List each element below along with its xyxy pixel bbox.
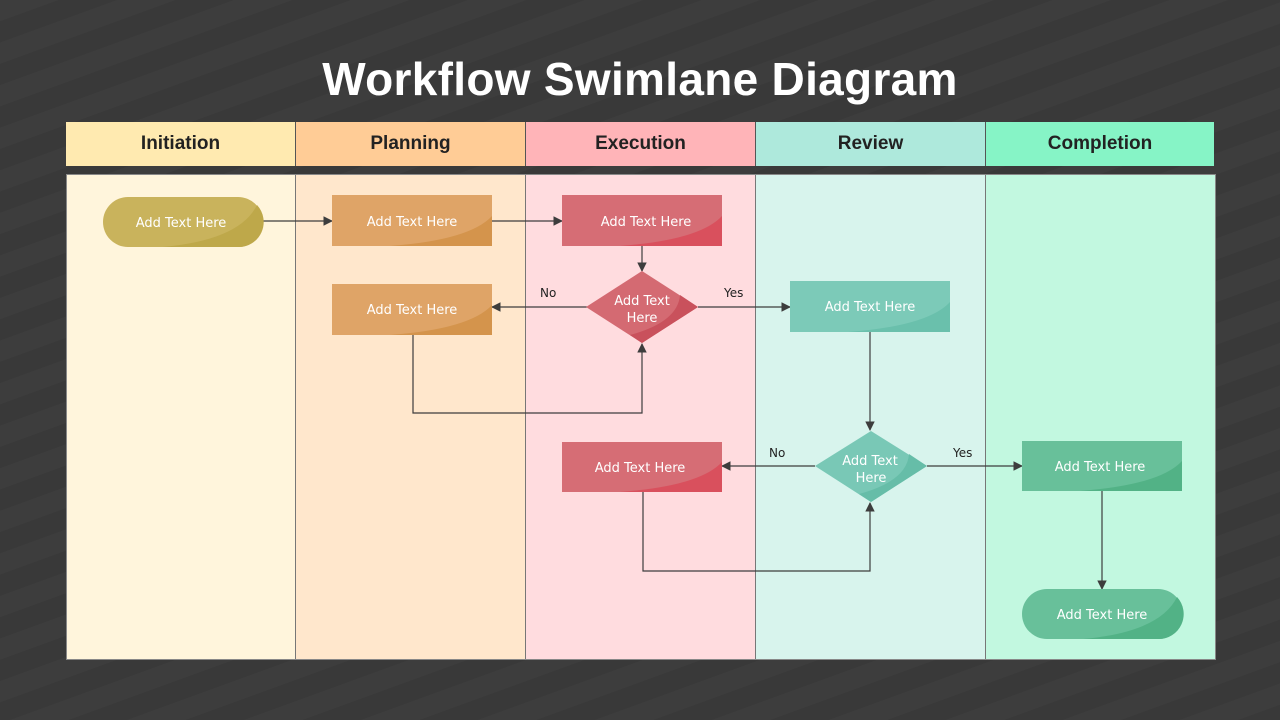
- lane-header-initiation: Initiation: [66, 122, 296, 166]
- node-complete1-text: Add Text Here: [1055, 460, 1146, 475]
- connector-plan2-loop-to-decision1: [412, 335, 647, 414]
- lane-header-label: Planning: [370, 133, 451, 154]
- node-decision1-text-line1: Add Text: [614, 294, 670, 309]
- node-decision1-diamond[interactable]: Add Text Here: [586, 271, 698, 343]
- lane-header-label: Initiation: [140, 133, 221, 154]
- node-plan1-text: Add Text Here: [367, 215, 458, 230]
- node-exec1-process[interactable]: Add Text Here: [562, 195, 722, 246]
- node-end-text: Add Text Here: [1057, 608, 1148, 623]
- node-exec2-text: Add Text Here: [595, 461, 686, 476]
- lane-body-completion: [986, 175, 1215, 659]
- edge-label-decision1-no: No: [540, 286, 556, 300]
- lane-header-execution: Execution: [526, 122, 756, 166]
- lane-header-planning: Planning: [296, 122, 526, 166]
- node-end-terminator[interactable]: Add Text Here: [1022, 589, 1184, 640]
- node-plan2-text: Add Text Here: [367, 303, 458, 318]
- lane-header-completion: Completion: [986, 122, 1214, 166]
- connector-exec2-loop-to-decision2: [642, 492, 875, 572]
- lane-header-label: Execution: [595, 133, 686, 154]
- lane-body-planning: [296, 175, 526, 659]
- node-decision2-text-line1: Add Text: [842, 454, 898, 469]
- node-start-terminator[interactable]: Add Text Here: [103, 197, 264, 248]
- node-review1-text: Add Text Here: [825, 300, 916, 315]
- lane-body-review: [756, 175, 986, 659]
- node-plan2-process[interactable]: Add Text Here: [332, 284, 492, 335]
- node-exec2-process[interactable]: Add Text Here: [562, 442, 722, 492]
- node-decision1-text-line2: Here: [627, 311, 658, 326]
- node-complete1-process[interactable]: Add Text Here: [1022, 441, 1182, 491]
- node-plan1-process[interactable]: Add Text Here: [332, 195, 492, 246]
- lane-header-label: Completion: [1047, 133, 1153, 154]
- node-decision2-text-line2: Here: [856, 471, 887, 486]
- edge-label-decision1-yes: Yes: [723, 286, 743, 300]
- node-start-text: Add Text Here: [136, 216, 227, 231]
- page-title: Workflow Swimlane Diagram: [322, 53, 958, 105]
- lane-header-review: Review: [756, 122, 986, 166]
- edge-label-decision2-no: No: [769, 446, 785, 460]
- node-review1-process[interactable]: Add Text Here: [790, 281, 950, 332]
- lane-body-execution: [526, 175, 756, 659]
- lane-body-initiation: [67, 175, 296, 659]
- node-decision2-diamond[interactable]: Add Text Here: [815, 431, 927, 502]
- lane-header-label: Review: [837, 133, 904, 154]
- edge-label-decision2-yes: Yes: [952, 446, 972, 460]
- node-exec1-text: Add Text Here: [601, 215, 692, 230]
- connectors: [262, 216, 1107, 590]
